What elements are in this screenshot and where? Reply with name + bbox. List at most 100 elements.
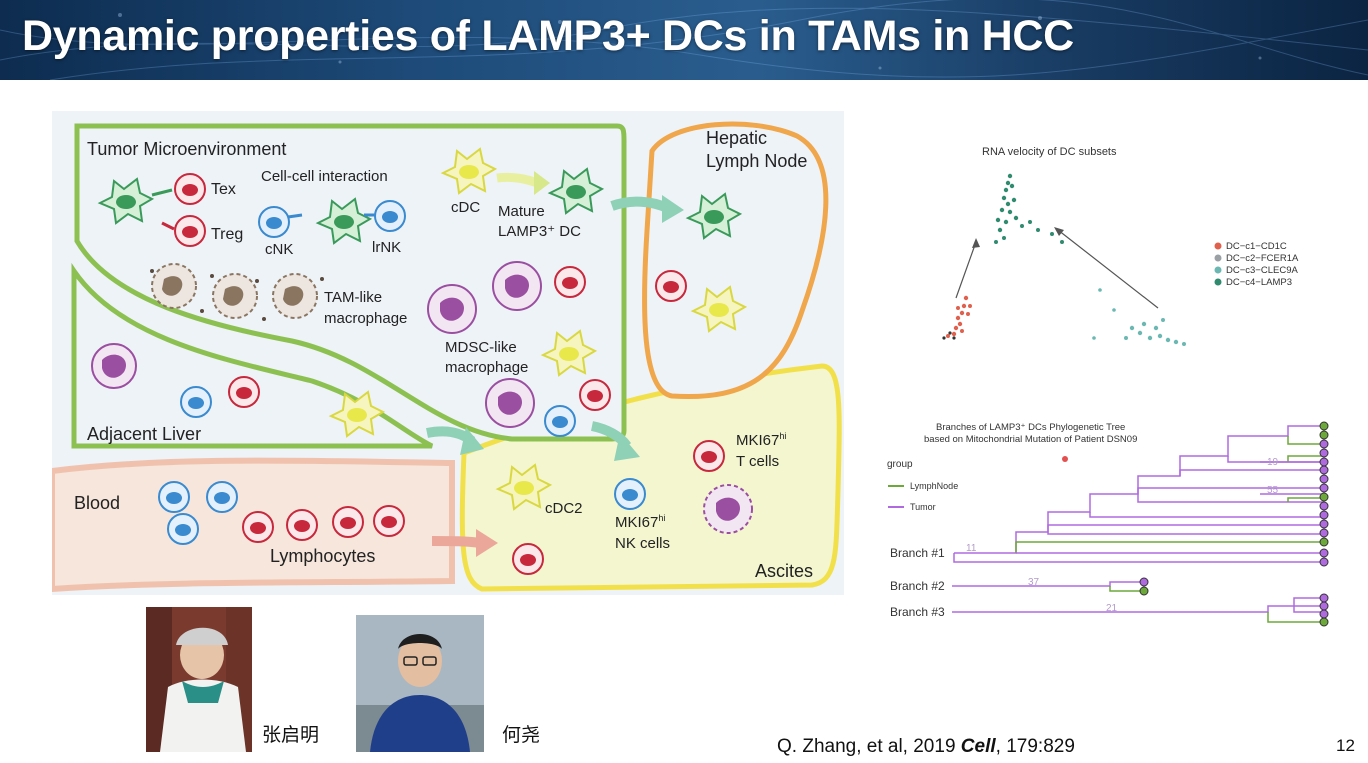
branch-number: 55 [1267, 485, 1279, 496]
person-name-zhang: 张启明 [262, 724, 320, 746]
hcc-schematic: Tumor Microenvironment Hepatic Lymph Nod… [52, 111, 844, 595]
legend-label: DC−c1−CD1C [1226, 241, 1287, 252]
yellow-dc-cell [495, 463, 553, 511]
velocity-svg: RNA velocity of DC subsets [942, 146, 1299, 346]
tam-macrophage [151, 263, 197, 309]
branch-3-label: Branch #3 [890, 605, 945, 619]
tam-label-1: TAM-like [324, 289, 382, 306]
schematic-svg: Tumor Microenvironment Hepatic Lymph Nod… [52, 111, 844, 595]
yellow-dc-cell [440, 147, 498, 195]
lymph-node-label-2: Lymph Node [706, 151, 807, 171]
cdc2-label: cDC2 [545, 500, 583, 517]
branch-number: 21 [1106, 603, 1118, 614]
legend-lymphnode: LymphNode [910, 481, 958, 491]
legend-label: DC−c4−LAMP3 [1226, 277, 1292, 288]
banner-texture [0, 0, 1368, 80]
mki67-nk-label-2: NK cells [615, 535, 670, 552]
tam-label-2: macrophage [324, 310, 407, 327]
tam-macrophage [212, 273, 258, 319]
branch-number: 37 [1028, 577, 1040, 588]
arrow-head-ascites1 [460, 427, 484, 455]
branch-number: 11 [966, 543, 977, 554]
cnk-label: cNK [265, 241, 293, 258]
branch-1-label: Branch #1 [890, 546, 945, 560]
ascites-label: Ascites [755, 561, 813, 581]
mdsc-macrophage [427, 284, 477, 334]
adjacent-liver-region [71, 262, 434, 449]
marker-dot [1062, 456, 1068, 462]
tam-macrophage [272, 273, 318, 319]
velocity-arrow [955, 241, 977, 299]
velocity-title: RNA velocity of DC subsets [982, 146, 1117, 158]
mki67-nk-label-1: MKI67hi [615, 513, 665, 531]
lymph-node-label-1: Hepatic [706, 128, 767, 148]
green-dc-cell [97, 177, 155, 225]
mdsc-macrophage [703, 484, 753, 534]
mature-label-1: Mature [498, 203, 545, 220]
branch-2-label: Branch #2 [890, 579, 945, 593]
treg-label: Treg [211, 226, 243, 243]
legend-dot [1214, 278, 1222, 286]
page-number: 12 [1336, 736, 1355, 755]
legend-dot [1214, 254, 1222, 262]
slide-title: Dynamic properties of LAMP3+ DCs in TAMs… [22, 12, 1074, 60]
mature-label-2: LAMP3⁺ DC [498, 223, 581, 240]
portrait-placeholder [146, 607, 252, 752]
lymph-node-region [642, 121, 829, 400]
mki67-t-label-1: MKI67hi [736, 431, 786, 449]
legend-dot [1214, 266, 1222, 274]
green-dc-cell [685, 192, 743, 240]
phylogenetic-tree-panel: Branches of LAMP3⁺ DCs Phylogenetic Tree… [880, 412, 1350, 632]
group-label: group [887, 459, 913, 470]
phylo-title-2: based on Mitochondrial Mutation of Patie… [924, 434, 1137, 445]
title-banner: Dynamic properties of LAMP3+ DCs in TAMs… [0, 0, 1368, 80]
adjacent-liver-label: Adjacent Liver [87, 424, 201, 444]
arrow-head-blood [476, 529, 498, 557]
tree-branches [952, 425, 1324, 623]
mdsc-macrophage [485, 378, 535, 428]
tree-leaves [1139, 421, 1329, 627]
blood-label: Blood [74, 493, 120, 513]
mdsc-label-1: MDSC-like [445, 339, 517, 356]
yellow-dc-cell [540, 329, 598, 377]
cell-cell-label: Cell-cell interaction [261, 168, 388, 185]
velocity-arrowhead [1054, 227, 1064, 236]
yellow-dc-cell [690, 285, 748, 333]
cdc-label: cDC [451, 199, 480, 216]
arrow-head-ascites2 [614, 433, 640, 461]
arrow-blood-ascites [431, 536, 481, 548]
yellow-dc-cell [328, 390, 386, 438]
velocity-legend: DC−c1−CD1C DC−c2−FCER1A DC−c3−CLEC9A DC−… [1214, 241, 1299, 288]
green-dc-cell [547, 167, 605, 215]
citation-suffix: , 179:829 [995, 736, 1075, 757]
lymphocytes-label: Lymphocytes [270, 546, 375, 566]
person-photo-zhang [146, 607, 252, 752]
legend-label: DC−c2−FCER1A [1226, 253, 1299, 264]
citation-journal: Cell [960, 736, 996, 757]
mdsc-macrophage [492, 261, 542, 311]
citation-prefix: Q. Zhang, et al, 2019 [777, 736, 961, 757]
velocity-arrowhead [972, 238, 980, 248]
person-photo-he [356, 615, 484, 752]
person-name-he: 何尧 [502, 724, 541, 746]
mdsc-macrophage [91, 343, 137, 389]
rna-velocity-panel: RNA velocity of DC subsets [918, 138, 1338, 358]
tex-label: Tex [211, 181, 236, 198]
legend-tumor: Tumor [910, 502, 936, 512]
legend-label: DC−c3−CLEC9A [1226, 265, 1298, 276]
branch-number: 19 [1267, 457, 1279, 468]
portrait-placeholder [356, 615, 484, 752]
tumor-label: Tumor Microenvironment [87, 139, 286, 159]
arrow-head-lymph [662, 195, 684, 223]
mdsc-label-2: macrophage [445, 359, 528, 376]
tumor-region [74, 123, 627, 442]
legend-dot [1214, 242, 1222, 250]
phylo-title-1: Branches of LAMP3⁺ DCs Phylogenetic Tree [936, 422, 1125, 433]
phylo-svg: Branches of LAMP3⁺ DCs Phylogenetic Tree… [887, 421, 1329, 627]
lrnk-label: lrNK [372, 239, 401, 256]
green-dc-cell [315, 197, 373, 245]
mki67-t-label-2: T cells [736, 453, 779, 470]
arrow-head-maturation [534, 171, 550, 195]
citation: Q. Zhang, et al, 2019 Cell, 179:829 [777, 736, 1075, 758]
velocity-arrow [1057, 229, 1159, 309]
